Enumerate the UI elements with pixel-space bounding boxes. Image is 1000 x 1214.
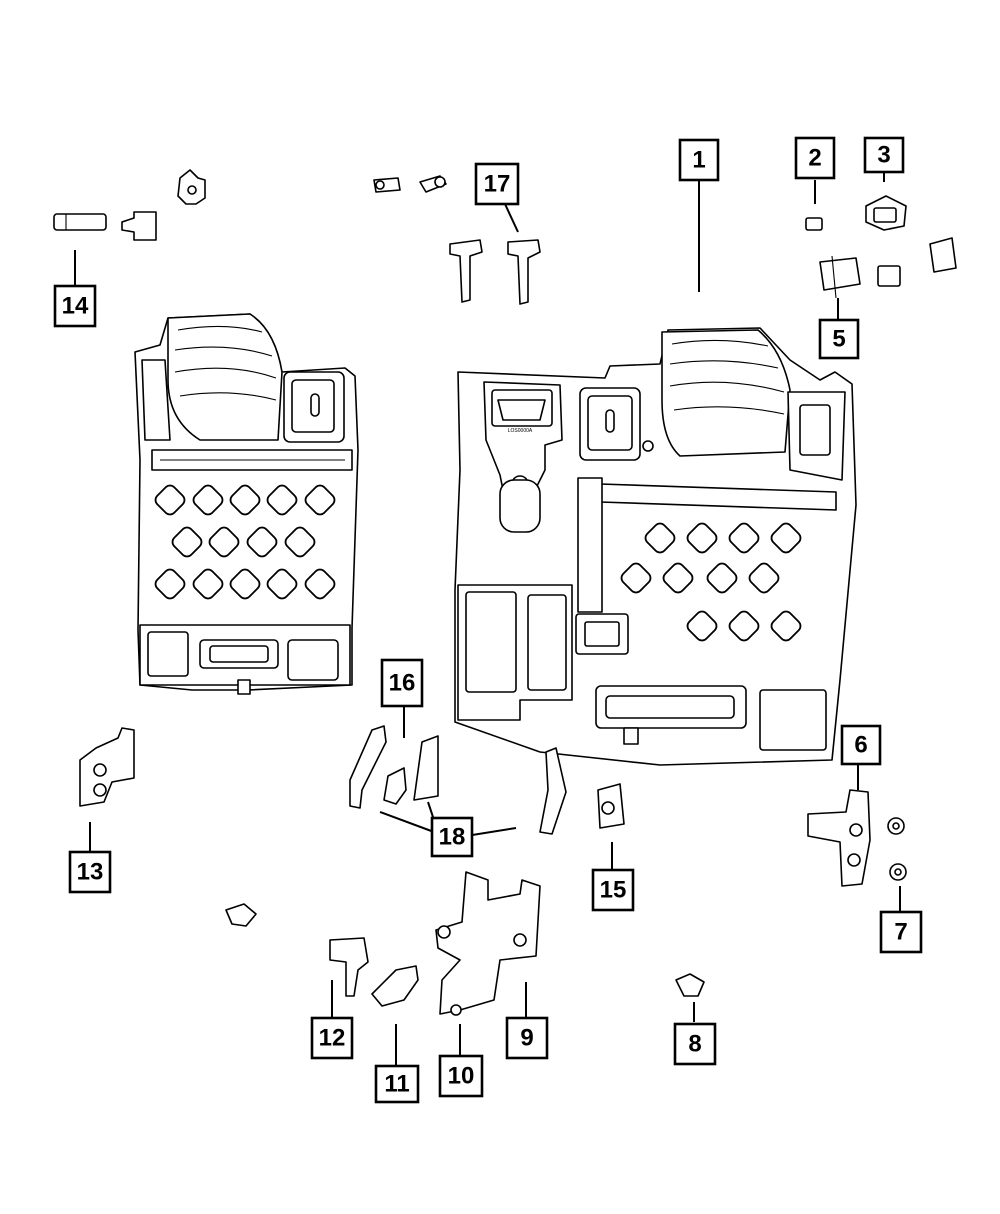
svg-text:15: 15 bbox=[600, 877, 627, 904]
part-5-latch bbox=[819, 255, 901, 299]
part-11-link bbox=[371, 965, 419, 1007]
left-panel-pads bbox=[154, 484, 336, 600]
callout-7: 7 bbox=[879, 910, 923, 954]
svg-text:2: 2 bbox=[808, 145, 821, 172]
svg-text:9: 9 bbox=[520, 1025, 533, 1052]
svg-text:17: 17 bbox=[484, 171, 511, 198]
callout-6: 6 bbox=[840, 724, 882, 766]
svg-text:11: 11 bbox=[384, 1071, 409, 1098]
latch-stamp: LOS0000A bbox=[508, 428, 533, 434]
side-bracket bbox=[929, 237, 957, 273]
top-bolts bbox=[373, 175, 447, 193]
part-15-cover bbox=[597, 783, 625, 829]
svg-text:13: 13 bbox=[77, 859, 104, 886]
callout-8: 8 bbox=[673, 1022, 717, 1066]
callout-5: 5 bbox=[818, 318, 860, 360]
callout-2: 2 bbox=[794, 136, 836, 180]
part-2-clip bbox=[805, 217, 823, 231]
part-17-headrest-guides bbox=[449, 239, 541, 305]
callout-17: 17 bbox=[474, 162, 520, 206]
callout-13: 13 bbox=[68, 850, 112, 894]
svg-text:14: 14 bbox=[62, 293, 89, 320]
part-14-pin bbox=[53, 211, 157, 241]
callout-16: 16 bbox=[380, 658, 424, 708]
svg-text:16: 16 bbox=[389, 670, 416, 697]
callout-12: 12 bbox=[310, 1016, 354, 1060]
top-left-hinge-bracket bbox=[177, 169, 206, 205]
callout-9: 9 bbox=[505, 1016, 549, 1060]
svg-text:1: 1 bbox=[692, 147, 705, 174]
callout-10: 10 bbox=[438, 1054, 484, 1098]
part-9-bracket bbox=[435, 871, 541, 1015]
callout-18: 18 bbox=[430, 816, 474, 858]
svg-text:8: 8 bbox=[688, 1031, 701, 1058]
part-7-nuts bbox=[887, 817, 907, 881]
svg-text:10: 10 bbox=[448, 1063, 475, 1090]
callout-1: 1 bbox=[678, 138, 720, 182]
svg-text:3: 3 bbox=[877, 142, 890, 169]
part-16-trim bbox=[349, 725, 407, 809]
svg-text:6: 6 bbox=[854, 732, 867, 759]
right-seat-back-panel: LOS0000A bbox=[454, 327, 857, 766]
part-18-trim-left bbox=[413, 735, 439, 801]
left-seat-back-panel bbox=[134, 313, 359, 695]
part-10-nut bbox=[450, 1004, 462, 1016]
part-3-striker bbox=[865, 195, 907, 231]
svg-text:7: 7 bbox=[894, 919, 907, 946]
callout-14: 14 bbox=[53, 284, 97, 328]
svg-text:12: 12 bbox=[319, 1025, 346, 1052]
right-panel-pads bbox=[620, 522, 802, 642]
part-6-hinge bbox=[807, 789, 871, 887]
callout-3: 3 bbox=[863, 136, 905, 174]
part-13-hinge bbox=[79, 727, 135, 807]
latch-mechanism: LOS0000A bbox=[483, 381, 563, 533]
part-12-plate bbox=[329, 937, 369, 997]
callout-11: 11 bbox=[374, 1064, 420, 1104]
svg-text:18: 18 bbox=[439, 824, 466, 851]
left-clip bbox=[225, 903, 257, 927]
svg-text:5: 5 bbox=[832, 326, 845, 353]
part-8-clip bbox=[675, 973, 705, 997]
part-18-trim-right bbox=[539, 747, 567, 835]
callout-15: 15 bbox=[591, 868, 635, 912]
